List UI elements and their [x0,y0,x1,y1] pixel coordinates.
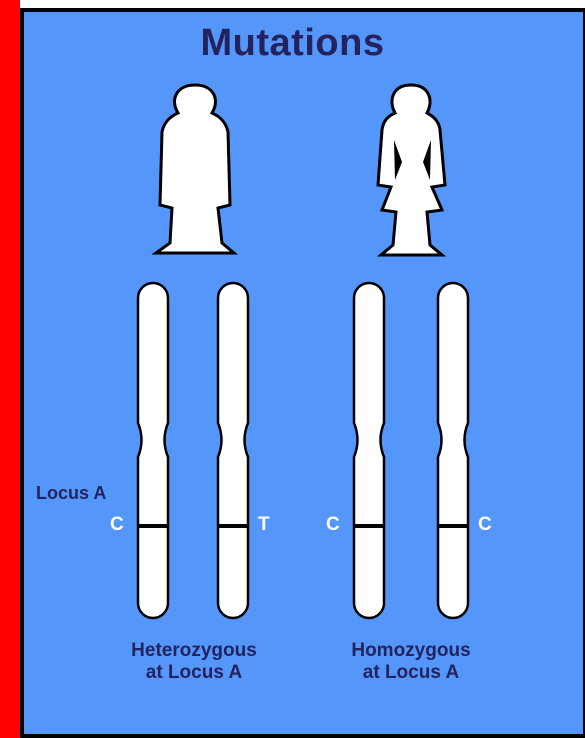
female-figure-icon [378,85,445,255]
caption-line: Heterozygous [94,640,294,662]
allele-label-3: C [326,514,340,536]
chromosome-2 [218,283,248,618]
caption-homozygous: Homozygous at Locus A [311,640,511,684]
chromosome-1 [138,283,168,618]
caption-line: Homozygous [311,640,511,662]
allele-label-4: C [478,514,492,536]
chromosome-4 [438,283,468,618]
caption-heterozygous: Heterozygous at Locus A [94,640,294,684]
male-figure-icon [156,85,234,253]
allele-label-1: C [110,514,124,536]
caption-line: at Locus A [94,662,294,684]
caption-line: at Locus A [311,662,511,684]
locus-label: Locus A [36,483,106,504]
allele-label-2: T [258,514,270,536]
chromosome-3 [354,283,384,618]
